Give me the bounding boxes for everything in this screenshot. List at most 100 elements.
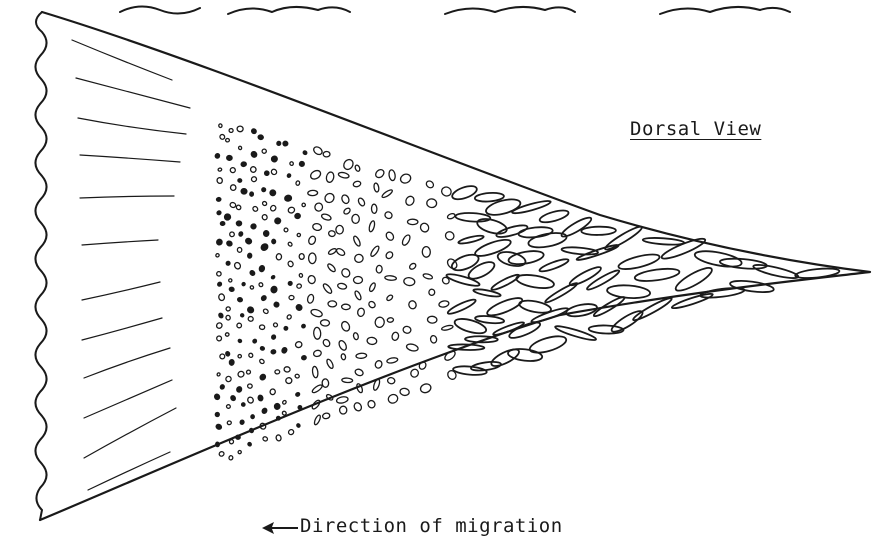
granule <box>241 188 247 194</box>
granule <box>263 231 269 237</box>
granule <box>447 213 456 220</box>
granule <box>430 335 438 344</box>
granule <box>355 254 364 262</box>
granule <box>617 252 661 273</box>
granule <box>284 195 292 202</box>
granule <box>528 333 568 356</box>
granule <box>342 378 353 383</box>
granule <box>261 187 266 192</box>
granule <box>538 257 569 274</box>
granule <box>235 204 241 210</box>
granule <box>354 164 360 172</box>
granule <box>270 286 277 294</box>
granule <box>258 395 264 402</box>
granule <box>301 355 307 360</box>
granule <box>286 314 292 320</box>
granule <box>466 259 497 282</box>
granule <box>229 455 233 460</box>
granule <box>282 400 287 405</box>
granule <box>283 141 288 146</box>
granule <box>403 277 415 286</box>
granule <box>310 308 323 318</box>
granule <box>323 192 336 205</box>
granule <box>226 240 233 247</box>
granule <box>408 300 417 310</box>
granule <box>226 404 231 409</box>
granule <box>313 327 321 339</box>
granule <box>353 180 362 187</box>
granule <box>245 237 253 244</box>
granule <box>270 155 278 163</box>
granule <box>374 360 383 369</box>
granule <box>237 370 245 378</box>
granule <box>262 149 267 154</box>
granule <box>214 153 220 159</box>
granule <box>247 384 252 389</box>
granule <box>247 396 255 404</box>
granule <box>227 421 232 425</box>
granule <box>371 204 377 213</box>
granule <box>419 222 430 234</box>
granule <box>308 190 318 196</box>
granule <box>299 161 305 167</box>
granule <box>218 451 224 457</box>
granule <box>216 442 220 447</box>
granule <box>216 238 223 245</box>
granule <box>241 162 247 167</box>
granule <box>299 253 304 259</box>
granule <box>259 373 267 381</box>
granule <box>247 442 252 447</box>
granule <box>252 339 257 344</box>
granule <box>386 357 398 364</box>
granule <box>301 324 306 329</box>
granule <box>341 353 346 360</box>
granule <box>215 322 223 330</box>
granule <box>446 297 476 316</box>
granule <box>455 212 490 222</box>
granule <box>609 308 645 335</box>
granule <box>240 420 245 425</box>
granule <box>429 289 435 296</box>
granule <box>229 439 234 444</box>
granule <box>343 207 351 215</box>
granule <box>299 273 303 278</box>
granule <box>399 173 412 185</box>
granule <box>368 220 375 232</box>
granule <box>274 217 282 225</box>
granule <box>335 247 345 256</box>
granule <box>289 161 294 166</box>
granule <box>307 275 316 284</box>
granule <box>216 210 221 215</box>
granule <box>251 176 258 183</box>
granule <box>287 242 292 247</box>
granule <box>643 237 685 246</box>
granule <box>250 223 257 230</box>
granule <box>229 287 235 292</box>
granule <box>230 395 236 402</box>
granule <box>352 235 361 247</box>
leading-edge <box>35 12 46 520</box>
granule <box>248 316 254 322</box>
granule <box>215 253 220 258</box>
granule <box>409 368 419 379</box>
granule <box>250 285 255 290</box>
granule <box>342 158 355 171</box>
granule <box>228 278 232 282</box>
granule <box>237 247 242 252</box>
granule <box>295 304 303 312</box>
granule <box>376 265 382 273</box>
granule <box>285 377 292 384</box>
granules <box>214 124 840 461</box>
granule <box>248 253 252 258</box>
granule <box>218 293 225 301</box>
granule <box>273 301 280 308</box>
granule <box>260 243 269 252</box>
granule <box>262 436 268 442</box>
granule <box>386 294 394 301</box>
granule <box>295 181 300 186</box>
granule <box>236 386 242 393</box>
granule <box>328 230 336 237</box>
granule <box>309 169 322 181</box>
granule <box>403 326 412 334</box>
granule <box>336 396 349 404</box>
